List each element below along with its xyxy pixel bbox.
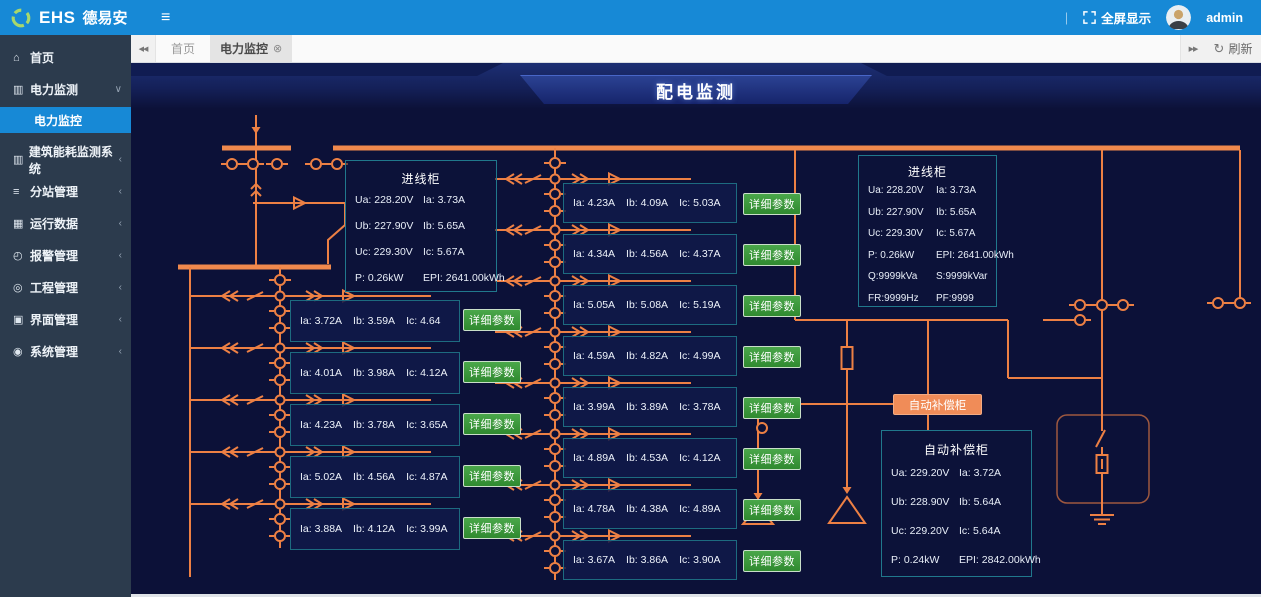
sidebar-item-system[interactable]: ◉ 系统管理 ‹ [13, 345, 122, 359]
list-icon: ≡ [13, 185, 20, 198]
detail-params-button[interactable]: 详细参数 [743, 193, 801, 215]
tabbar: ◀◀ 首页 电力监控 ⊗ ▶▶ ↻ 刷新 [131, 35, 1261, 63]
detail-params-button[interactable]: 详细参数 [743, 550, 801, 572]
brand-logo-icon [11, 8, 31, 27]
detail-params-button[interactable]: 详细参数 [743, 346, 801, 368]
chevron-left-icon: ‹ [118, 346, 122, 357]
topbar: EHS 德易安 ≡ | 全屏显示 admin [0, 0, 1261, 35]
sidebar-item-power-monitoring[interactable]: ▥ 电力监测 ∨ [13, 83, 122, 97]
sidebar-item-home[interactable]: ⌂ 首页 [13, 51, 55, 65]
bank-icon: ▥ [13, 154, 24, 166]
sidebar-item-interface[interactable]: ▣ 界面管理 ‹ [13, 313, 122, 327]
sidebar-subitem-power-monitor-active[interactable]: 电力监控 [0, 107, 131, 133]
detail-params-button[interactable]: 详细参数 [463, 517, 521, 539]
bank-icon: ▥ [13, 84, 24, 96]
topbar-divider: | [1064, 10, 1069, 25]
detail-params-button[interactable]: 详细参数 [743, 295, 801, 317]
detail-params-button[interactable]: 详细参数 [463, 361, 521, 383]
bottom-strip [131, 594, 1261, 597]
tab-scroll-right-button[interactable]: ▶▶ [1180, 35, 1205, 62]
detail-params-button[interactable]: 详细参数 [743, 499, 801, 521]
chevron-left-icon: ‹ [118, 250, 122, 261]
wire-layer [178, 115, 1252, 580]
fullscreen-button[interactable]: 全屏显示 [1083, 8, 1151, 27]
avatar[interactable] [1166, 5, 1192, 30]
title-banner: 配电监测 [520, 75, 872, 104]
home-icon: ⌂ [13, 51, 20, 64]
brand-name: 德易安 [82, 10, 128, 27]
distribution-diagram: 配电监测 [131, 63, 1261, 594]
tab-scroll-left-button[interactable]: ◀◀ [131, 35, 156, 62]
page-title: 配电监测 [656, 82, 736, 102]
chevron-left-icon: ‹ [118, 314, 122, 325]
tab-power-monitor-active[interactable]: 电力监控 ⊗ [210, 35, 293, 62]
username[interactable]: admin [1206, 10, 1243, 25]
gear-icon: ◉ [13, 346, 23, 358]
gears-icon: ◎ [13, 282, 23, 294]
sidebar-item-alarm[interactable]: ◴ 报警管理 ‹ [13, 249, 122, 263]
close-icon[interactable]: ⊗ [273, 43, 283, 55]
brand-abbr: EHS [39, 7, 76, 27]
chevron-left-icon: ‹ [118, 282, 122, 293]
chart-icon: ▦ [13, 218, 24, 230]
header-band: 配电监测 [131, 63, 1261, 109]
detail-params-button[interactable]: 详细参数 [743, 397, 801, 419]
refresh-icon: ↻ [1213, 40, 1225, 56]
sidebar-item-building-energy[interactable]: ▥ 建筑能耗监测系统 ‹ [13, 144, 122, 176]
fullscreen-label: 全屏显示 [1101, 12, 1152, 26]
compensation-cabinet-button[interactable]: 自动补偿柜 [893, 394, 982, 415]
detail-params-button[interactable]: 详细参数 [743, 448, 801, 470]
detail-params-button[interactable]: 详细参数 [463, 413, 521, 435]
detail-params-button[interactable]: 详细参数 [463, 309, 521, 331]
topbar-right: | 全屏显示 admin [1065, 5, 1261, 30]
cabinet-title: 自动补偿柜 [923, 443, 989, 457]
brand[interactable]: EHS 德易安 [0, 7, 141, 29]
cabinet-title: 进线柜 [401, 172, 441, 186]
chevron-left-icon: ‹ [118, 154, 122, 165]
sidebar-item-substation[interactable]: ≡ 分站管理 ‹ [13, 185, 122, 199]
tab-home[interactable]: 首页 [171, 42, 196, 56]
chevron-left-icon: ‹ [118, 186, 122, 197]
sidebar-toggle-icon[interactable]: ≡ [161, 8, 171, 26]
chevron-left-icon: ‹ [118, 218, 122, 229]
fullscreen-icon [1083, 11, 1096, 24]
sidebar-item-engineering[interactable]: ◎ 工程管理 ‹ [13, 281, 122, 295]
detail-params-button[interactable]: 详细参数 [743, 244, 801, 266]
sidebar-item-running-data[interactable]: ▦ 运行数据 ‹ [13, 217, 122, 231]
window-icon: ▣ [13, 314, 24, 326]
chevron-down-icon: ∨ [114, 84, 122, 95]
alarm-icon: ◴ [13, 250, 23, 262]
refresh-button[interactable]: ↻ 刷新 [1205, 35, 1261, 62]
cabinet-title: 进线柜 [907, 165, 947, 179]
detail-params-button[interactable]: 详细参数 [463, 465, 521, 487]
sidebar: ⌂ 首页 ▥ 电力监测 ∨ 电力监控 ▥ 建筑能耗监测系统 ‹ ≡ 分站管理 ‹… [0, 35, 131, 597]
